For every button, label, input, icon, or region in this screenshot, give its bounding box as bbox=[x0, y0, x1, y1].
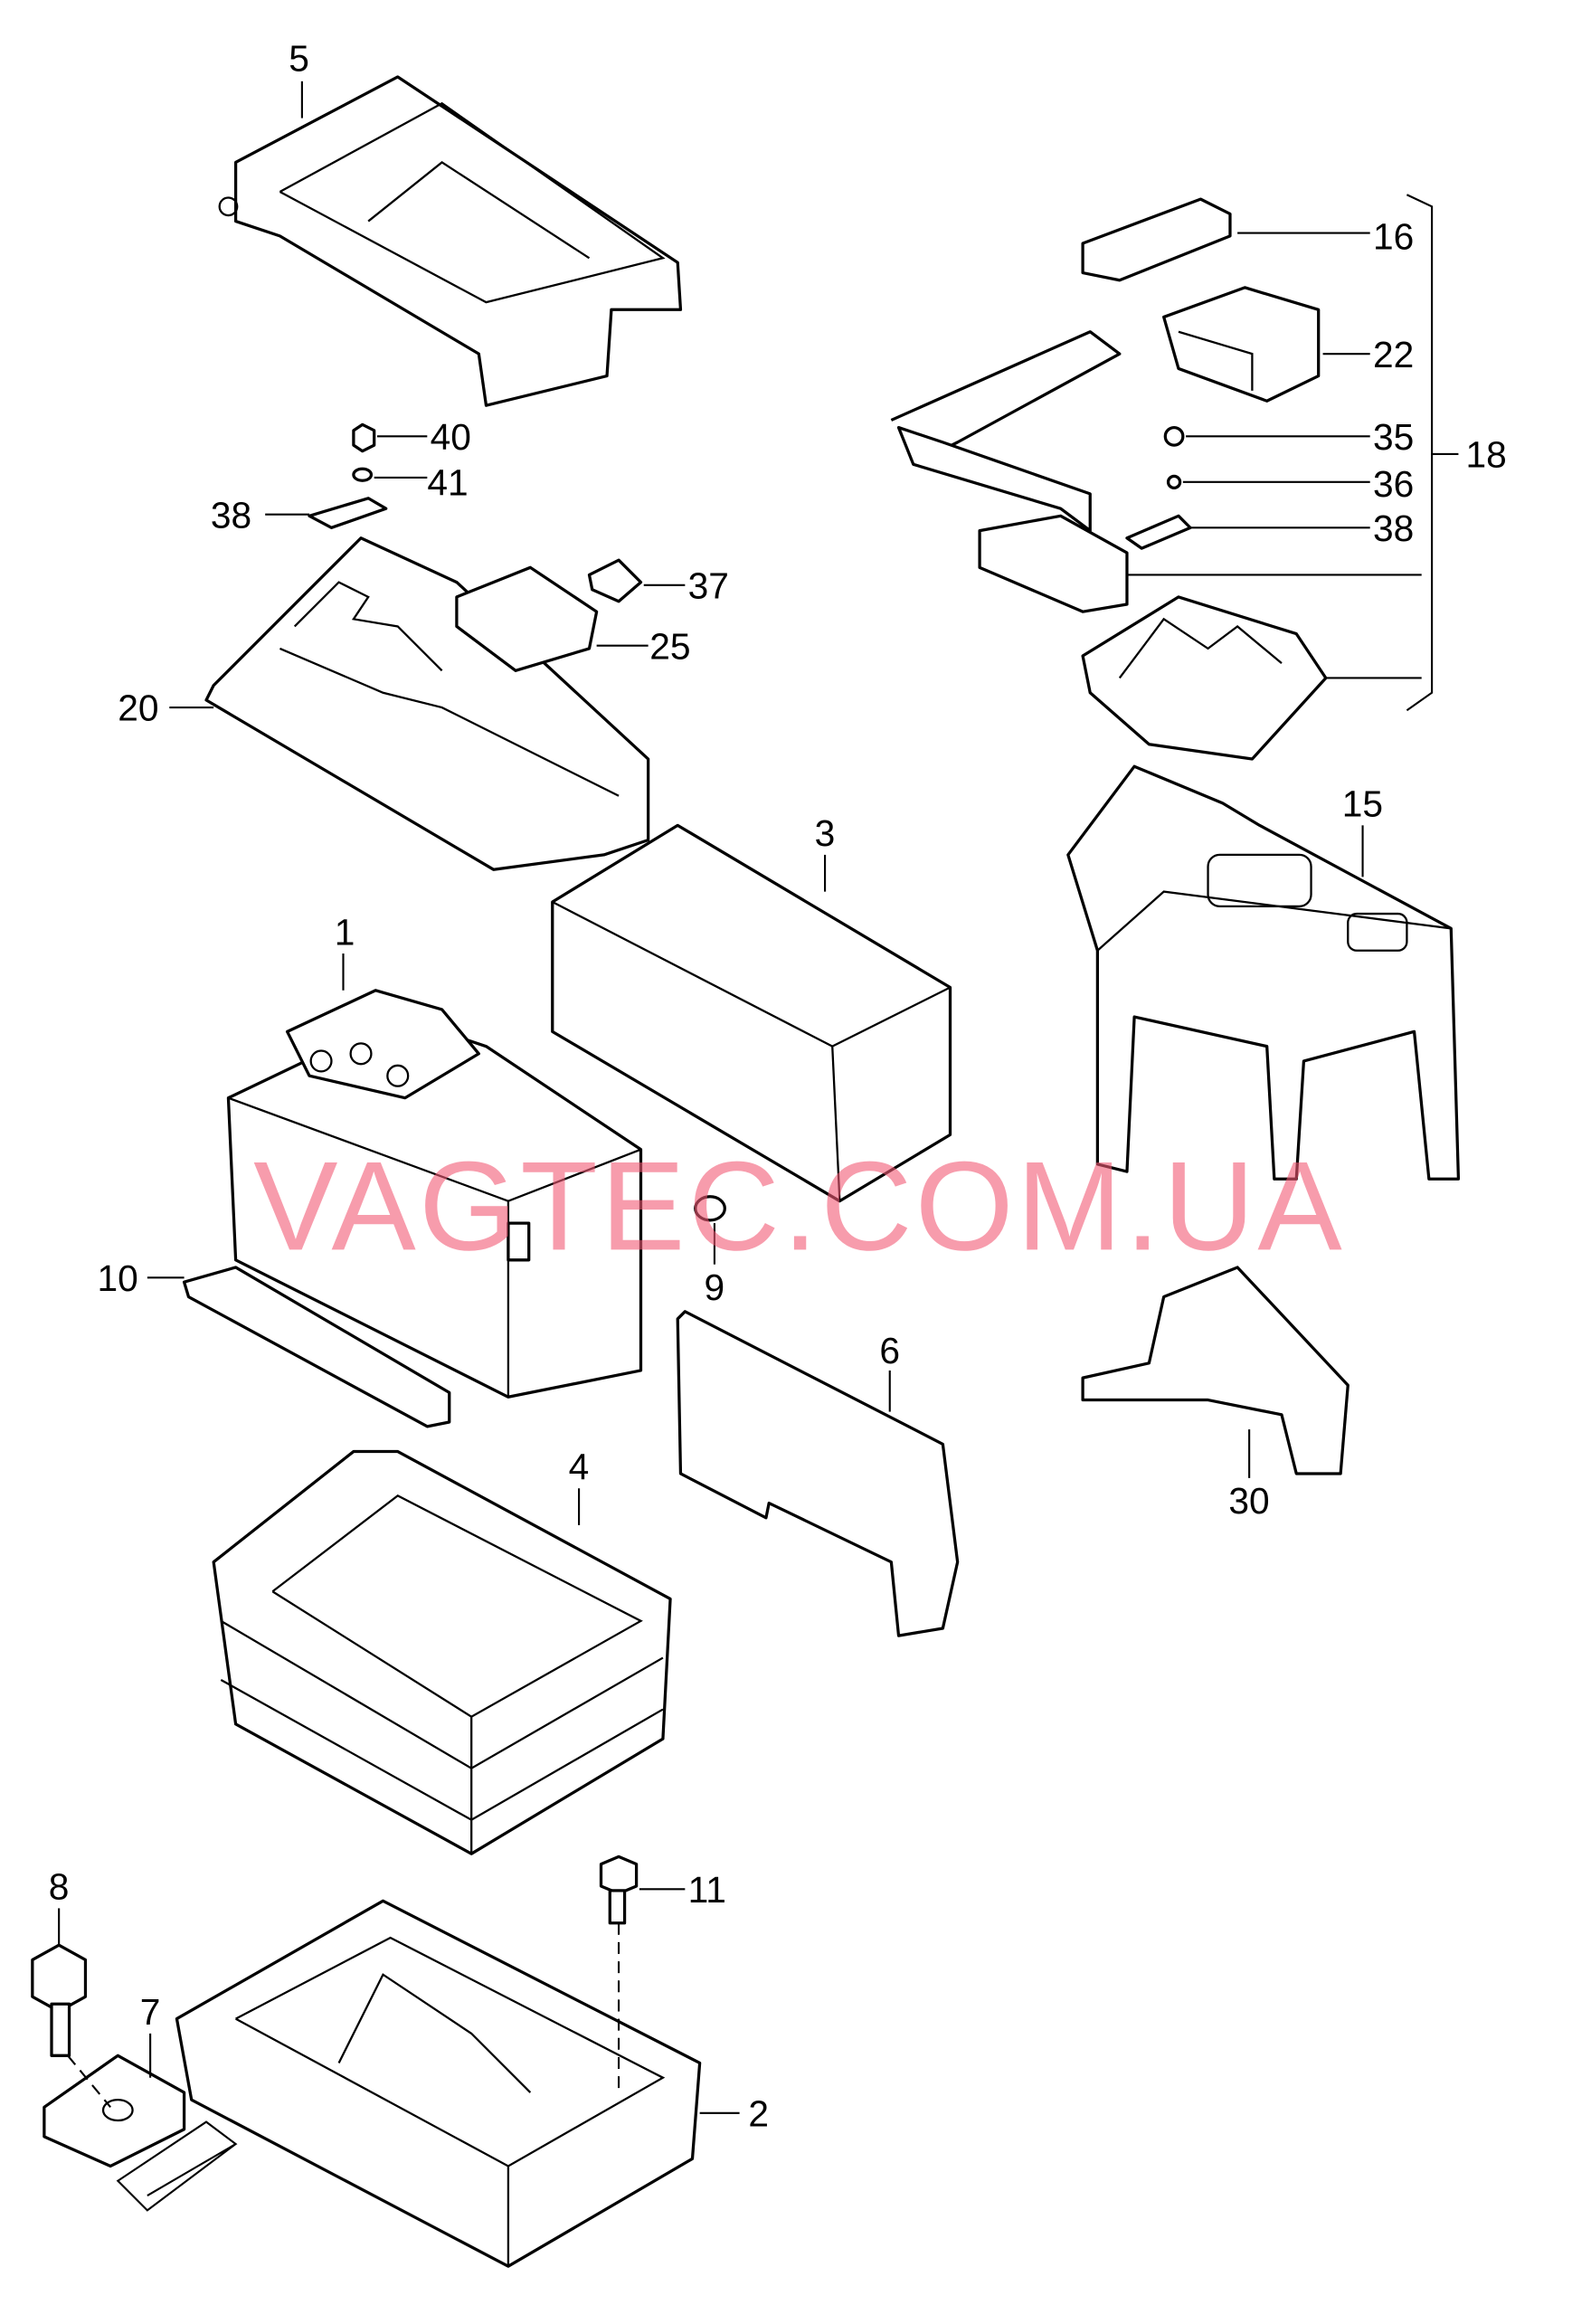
callout-labels: 5 16 22 35 18 36 38 40 41 38 37 25 20 3 … bbox=[49, 37, 1507, 2134]
callout-1: 1 bbox=[335, 911, 355, 953]
callout-41: 41 bbox=[427, 462, 468, 504]
part-36-washer[interactable] bbox=[1166, 474, 1182, 489]
part-38-terminal-plate-left[interactable] bbox=[308, 497, 388, 529]
callout-7: 7 bbox=[140, 1991, 161, 2033]
callout-6: 6 bbox=[879, 1330, 900, 1371]
callout-40: 40 bbox=[431, 416, 471, 458]
part-7-clamp[interactable] bbox=[43, 2054, 238, 2212]
part-30-cable-guide[interactable] bbox=[1081, 1266, 1350, 1475]
callout-2: 2 bbox=[748, 2092, 769, 2134]
callout-16: 16 bbox=[1373, 216, 1414, 258]
part-22-fuse-box[interactable] bbox=[1162, 286, 1321, 403]
callout-20: 20 bbox=[118, 688, 158, 729]
part-4-battery-box[interactable] bbox=[212, 1449, 672, 1855]
callout-18: 18 bbox=[1466, 434, 1507, 476]
part-6-heat-shield[interactable] bbox=[676, 1310, 960, 1637]
callout-37: 37 bbox=[688, 565, 729, 607]
callout-25: 25 bbox=[649, 625, 690, 667]
callout-38-left: 38 bbox=[211, 494, 251, 536]
callout-36: 36 bbox=[1373, 463, 1414, 505]
part-16-fuse-cover[interactable] bbox=[1081, 197, 1232, 282]
callout-3: 3 bbox=[815, 812, 836, 854]
part-1-battery[interactable] bbox=[226, 989, 643, 1399]
part-11-bolt[interactable] bbox=[599, 1854, 639, 1925]
part-8-bolt[interactable] bbox=[31, 1943, 88, 2057]
part-20-fuse-carrier[interactable] bbox=[204, 536, 650, 871]
callout-5: 5 bbox=[289, 37, 309, 79]
part-9-vent-plug[interactable] bbox=[694, 1195, 726, 1222]
callout-9: 9 bbox=[705, 1266, 725, 1308]
leader-lines bbox=[58, 81, 1459, 2114]
part-35-nut[interactable] bbox=[1163, 425, 1185, 447]
part-15-battery-bracket[interactable] bbox=[1066, 764, 1461, 1181]
callout-10: 10 bbox=[97, 1257, 137, 1299]
part-38-terminal-plate-right[interactable] bbox=[1125, 514, 1192, 550]
part-2-battery-tray[interactable] bbox=[175, 1899, 702, 2268]
callout-15: 15 bbox=[1342, 783, 1383, 825]
callout-38-right: 38 bbox=[1373, 507, 1414, 549]
callout-8: 8 bbox=[49, 1866, 70, 1908]
callout-11: 11 bbox=[688, 1869, 726, 1911]
part-18-cable-bar-assembly[interactable] bbox=[890, 330, 1328, 761]
callout-22: 22 bbox=[1373, 334, 1414, 375]
part-25-fuse-block[interactable] bbox=[455, 565, 599, 672]
watermark: VAGTEC.COM.UA bbox=[253, 1134, 1345, 1276]
part-37-connector[interactable] bbox=[587, 558, 643, 603]
callout-30: 30 bbox=[1228, 1480, 1269, 1522]
part-5-battery-cover[interactable] bbox=[218, 75, 683, 407]
part-40-nut[interactable] bbox=[352, 422, 376, 453]
part-10-retaining-strip[interactable] bbox=[182, 1266, 451, 1428]
part-3-thermal-sleeve[interactable] bbox=[551, 823, 952, 1203]
callout-35: 35 bbox=[1373, 416, 1414, 458]
callout-4: 4 bbox=[569, 1446, 590, 1487]
part-41-washer[interactable] bbox=[352, 467, 374, 482]
